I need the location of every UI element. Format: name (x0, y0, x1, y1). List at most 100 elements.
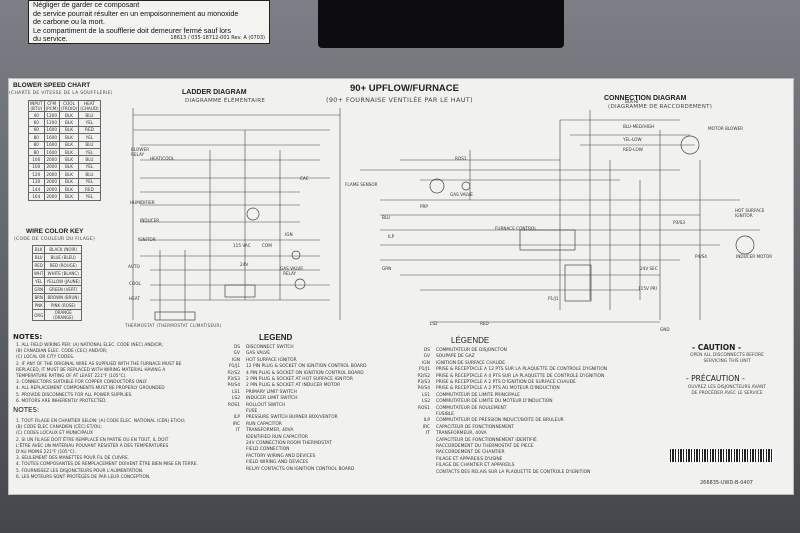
part-number: 266835-UWD-B-0407 (700, 480, 753, 486)
legend-text: IDENTIFIED RUN CAPACITOR (246, 434, 308, 440)
legend-text: SOUPAPE DE GAZ (436, 354, 475, 360)
note-line: (C) LOCAL OR CITY CODES. (16, 355, 75, 361)
table-cell: 100 (28, 162, 45, 172)
connection-label: YEL-LOW (622, 137, 642, 142)
table-cell: WHITE (BLANC) (44, 269, 82, 278)
note-line: (B) CANADIAN ELEC. CODE (CEC) AND/OR; (16, 349, 108, 355)
connection-label: 24V SEC (640, 266, 658, 271)
legend-code: ILP (423, 418, 430, 424)
legend-fr-title: LÉGENDE (451, 336, 490, 345)
table-cell: 100 (28, 155, 45, 164)
ladder-label: HEAT/COOL (150, 156, 175, 161)
notes-fr-title: NOTES: (13, 406, 40, 414)
ladder-label: COM (262, 243, 272, 248)
table-cell: YELLOW (JAUNE) (44, 277, 82, 286)
legend-code: IRC (422, 424, 430, 430)
table-cell: YEL (78, 147, 101, 157)
legend-text: FIELD CONNECTION (246, 447, 290, 453)
warning-line: Négliger de garder ce composant (33, 0, 140, 9)
table-cell: 2000 (43, 184, 60, 194)
note-line: (B) CODE ÉLEC CANADIEN (CÉC) ET/OU; (16, 425, 102, 431)
table-cell: BLK (58, 184, 80, 194)
table-cell: BLK (58, 140, 80, 149)
barcode (670, 449, 774, 462)
legend-text: INDUCER LIMIT SWITCH (246, 396, 298, 402)
legend-text: RUN CAPACITOR (246, 421, 282, 427)
note-line: (C) CODES LOCAUX ET MUNICIPAUX (16, 431, 93, 437)
connection-label: FURNACE CONTROL (495, 226, 537, 231)
table-cell: BRN (31, 293, 46, 302)
note-line: REPLACED, IT MUST BE REPLACED WITH WIRIN… (16, 367, 166, 373)
table-header: COOL (FROID) (58, 100, 80, 112)
wiring-diagram-sheet (8, 78, 794, 495)
warning-line: Le compartiment de la soufflerie doit de… (33, 25, 232, 35)
legend-code: P3/S3 (227, 377, 240, 382)
table-cell: BLU (78, 140, 101, 149)
legend-code: ROS1 (227, 402, 240, 408)
note-line: 3. SEULEMENT DES MANETTES POUR FIL DE CU… (16, 456, 130, 462)
legend-text: COMMUTATEUR DE LIMITE DU MOTEUR D'INDUCT… (436, 399, 553, 405)
warning-code: 18613 / 035-18712-001 Rev. A (0703) (170, 35, 265, 41)
note-line: 1. TOUT FILAGE EN CHANTIER SELON: (A) CO… (16, 419, 186, 424)
table-cell: WHT (31, 269, 46, 278)
caution-text: SERVICING THIS UNIT (703, 359, 751, 364)
legend-code: IGN (422, 360, 430, 366)
note-line: 5. PROVIDE DISCONNECTS FOR ALL POWER SUP… (16, 392, 133, 398)
table-cell: GREEN (VERT) (44, 285, 82, 294)
legend-code: P3/S3 (417, 380, 430, 385)
table-cell: 80 (28, 133, 45, 142)
legend-text: TRANSFORMEUR, 40VA (436, 431, 487, 437)
legend-text: FILAGE ET APPAREILS D'USINE (436, 456, 503, 462)
connection-label: P3/S3 (673, 220, 685, 225)
legend-code: P1/J1 (228, 364, 240, 370)
legend-text: FUSE (246, 409, 258, 414)
note-line: 1. ALL FIELD WIRING PER: (A) NATIONAL EL… (16, 343, 164, 348)
legend-text: GAS VALVE (246, 351, 271, 357)
legend-text: PRESSURE SWITCH BURNER BOX/VENTOR (246, 415, 338, 421)
connection-label: ROS1 (455, 156, 467, 161)
table-cell: BLU (78, 170, 101, 179)
legend-text: RELAY CONTACTS ON IGNITION CONTROL BOARD (246, 466, 355, 472)
table-cell: BLU (78, 110, 101, 120)
connection-label: 115V PRI (638, 286, 657, 291)
table-cell: BLK (58, 162, 80, 172)
legend-code: LS1 (421, 392, 430, 398)
note-line: 4. ALL REPLACEMENT COMPONENTS MUST BE PR… (16, 386, 165, 392)
warning-line: du service. (33, 34, 68, 44)
legend-text: RACCORDEMENT DU THERMOSTAT DE PIECE (436, 444, 534, 449)
note-line: L'ÊTRE AVEC UN MATÉRIAU POUVANT RÉSISTER… (16, 443, 169, 449)
table-cell: YEL (78, 118, 101, 127)
legend-text: 4 PIN PLUG & SOCKET ON IGNITION CONTROL … (246, 370, 364, 376)
table-cell: BLK (58, 177, 80, 186)
table-cell: ORANGE (ORANGE) (44, 309, 82, 321)
table-cell: 60 (28, 125, 45, 135)
table-cell: RED (78, 125, 101, 135)
legend-text: 24V CONNECTION ROOM THERMOSTAT (246, 441, 332, 446)
ladder-label: HEAT (129, 296, 140, 301)
table-cell: BLK (58, 147, 80, 157)
table-cell: 2000 (43, 170, 60, 179)
legend-code: LS2 (231, 396, 240, 402)
connection-label: MOTOR BLOWER (708, 126, 743, 131)
legend-text: COMMUTATEUR DE DISJONCTON (436, 348, 507, 353)
legend-code: IRC (232, 421, 240, 427)
legend-text: HOT SURFACE IGNITOR (246, 357, 297, 363)
connection-label: LS2 (430, 321, 438, 326)
table-cell: RED (78, 184, 101, 194)
legend-text: FILAGE DE CHANTIER ET APPAREILS (436, 463, 515, 469)
table-cell: BLK (58, 170, 80, 179)
legend-code: GV (423, 354, 430, 360)
table-cell: 2000 (43, 155, 60, 164)
table-cell: BLU (78, 155, 101, 164)
table-cell: 164 (28, 192, 45, 201)
